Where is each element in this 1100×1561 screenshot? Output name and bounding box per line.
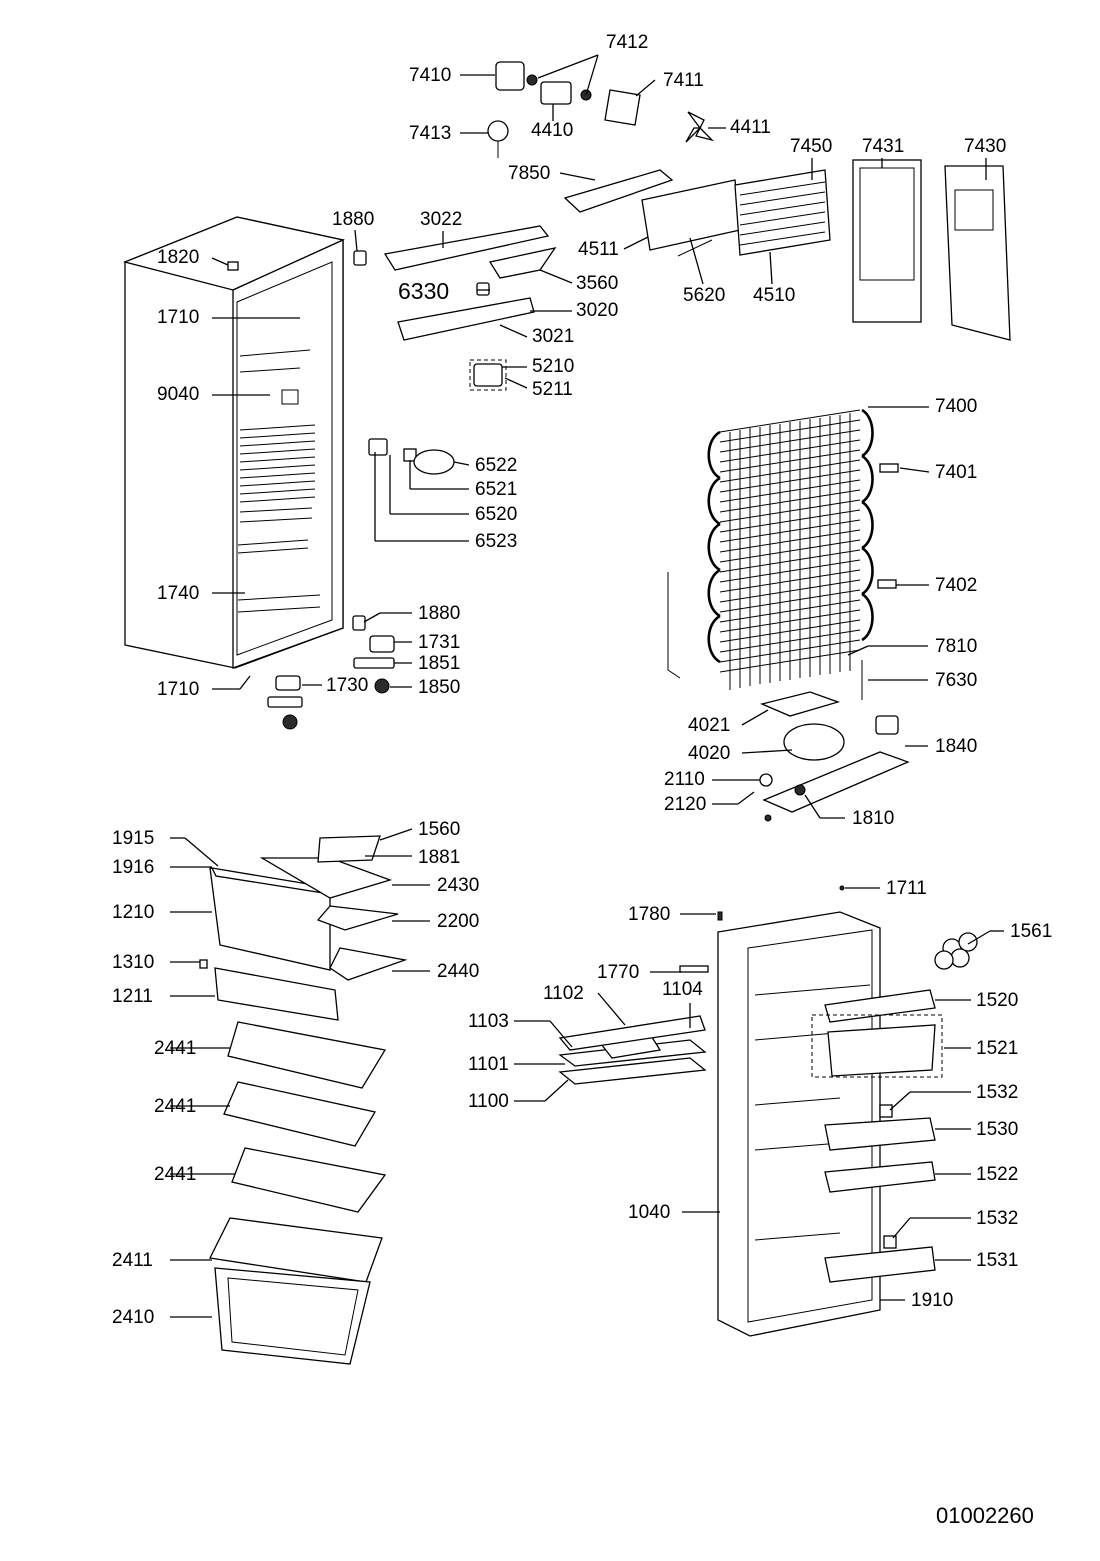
callout-2120: 2120: [664, 794, 707, 815]
callout-1851: 1851: [418, 653, 461, 674]
callout-7430: 7430: [964, 136, 1007, 157]
callout-1915: 1915: [112, 828, 155, 849]
callout-1532-b: 1532: [976, 1208, 1019, 1229]
callout-1211: 1211: [112, 986, 153, 1007]
control-panel-parts: [353, 225, 557, 391]
leader-lines: [170, 54, 1004, 1318]
callout-5620: 5620: [683, 285, 726, 306]
callout-1881: 1881: [418, 847, 461, 868]
callout-1710-bottom: 1710: [157, 679, 200, 700]
callout-1102: 1102: [543, 983, 584, 1004]
callout-3021: 3021: [532, 326, 575, 347]
door-drawing: [558, 885, 978, 1337]
drawing-reference-number: 01002260: [936, 1503, 1034, 1528]
callout-1850: 1850: [418, 677, 461, 698]
callout-7412: 7412: [606, 32, 649, 53]
callout-1880-top: 1880: [332, 209, 375, 230]
callout-1711: 1711: [886, 878, 927, 899]
callout-3020: 3020: [576, 300, 619, 321]
callout-5210: 5210: [532, 356, 575, 377]
callout-4020: 4020: [688, 743, 731, 764]
condenser-drawing: [667, 408, 899, 700]
fan-motor-parts: [487, 61, 715, 158]
callout-1310: 1310: [112, 952, 155, 973]
callout-1710-top: 1710: [157, 307, 200, 328]
callout-1104: 1104: [662, 979, 703, 1000]
callout-1521: 1521: [976, 1038, 1019, 1059]
callout-7400: 7400: [935, 396, 978, 417]
callout-1103: 1103: [468, 1011, 509, 1032]
callout-1561: 1561: [1010, 921, 1053, 942]
callout-1522: 1522: [976, 1164, 1019, 1185]
callout-4411: 4411: [730, 117, 771, 138]
callout-2411: 2411: [112, 1250, 153, 1271]
callout-6523: 6523: [475, 531, 518, 552]
callout-1040: 1040: [628, 1202, 671, 1223]
callout-7810: 7810: [935, 636, 978, 657]
callout-7410: 7410: [409, 65, 452, 86]
callout-6521: 6521: [475, 479, 518, 500]
callout-1532-a: 1532: [976, 1082, 1019, 1103]
callout-1780: 1780: [628, 904, 671, 925]
callout-7450: 7450: [790, 136, 833, 157]
callout-6522: 6522: [475, 455, 518, 476]
callout-7411: 7411: [663, 70, 704, 91]
callout-1910: 1910: [911, 1290, 954, 1311]
callout-1840: 1840: [935, 736, 978, 757]
callout-2110: 2110: [664, 769, 705, 790]
callout-1731: 1731: [418, 632, 461, 653]
callout-4021: 4021: [688, 715, 731, 736]
callout-2430: 2430: [437, 875, 480, 896]
lamp-parts: [368, 438, 455, 475]
callout-7630: 7630: [935, 670, 978, 691]
callout-7431: 7431: [862, 136, 905, 157]
evaporator-parts: [563, 159, 1011, 341]
callout-1880-bottom: 1880: [418, 603, 461, 624]
callout-4510: 4510: [753, 285, 796, 306]
callout-2440: 2440: [437, 961, 480, 982]
callout-5211: 5211: [532, 379, 573, 400]
callout-4410: 4410: [531, 120, 574, 141]
callout-1770: 1770: [597, 962, 640, 983]
callout-9040: 9040: [157, 384, 200, 405]
callout-1916: 1916: [112, 857, 155, 878]
callout-2441-c: 2441: [154, 1164, 197, 1185]
callout-6520: 6520: [475, 504, 518, 525]
callout-2410: 2410: [112, 1307, 155, 1328]
callout-3022: 3022: [420, 209, 463, 230]
callout-1101: 1101: [468, 1054, 509, 1075]
callout-4511: 4511: [578, 239, 619, 260]
compressor-drawing: [759, 691, 910, 822]
callout-1531: 1531: [976, 1250, 1019, 1271]
callout-1730: 1730: [326, 675, 369, 696]
callout-6330: 6330: [398, 278, 450, 304]
callout-7401: 7401: [935, 462, 978, 483]
callout-1210: 1210: [112, 902, 155, 923]
callout-2200: 2200: [437, 911, 480, 932]
callout-1820: 1820: [157, 247, 200, 268]
callout-1560: 1560: [418, 819, 461, 840]
callout-1530: 1530: [976, 1119, 1019, 1140]
cabinet-drawing: [122, 216, 395, 730]
callout-7413: 7413: [409, 123, 452, 144]
callout-3560: 3560: [576, 273, 619, 294]
callout-1100: 1100: [468, 1091, 509, 1112]
callout-2441-b: 2441: [154, 1096, 197, 1117]
callout-2441-a: 2441: [154, 1038, 197, 1059]
callout-1740: 1740: [157, 583, 200, 604]
callout-7402: 7402: [935, 575, 978, 596]
callout-1520: 1520: [976, 990, 1019, 1011]
shelves-drawing: [199, 835, 408, 1365]
callout-1810: 1810: [852, 808, 895, 829]
callout-7850: 7850: [508, 163, 551, 184]
